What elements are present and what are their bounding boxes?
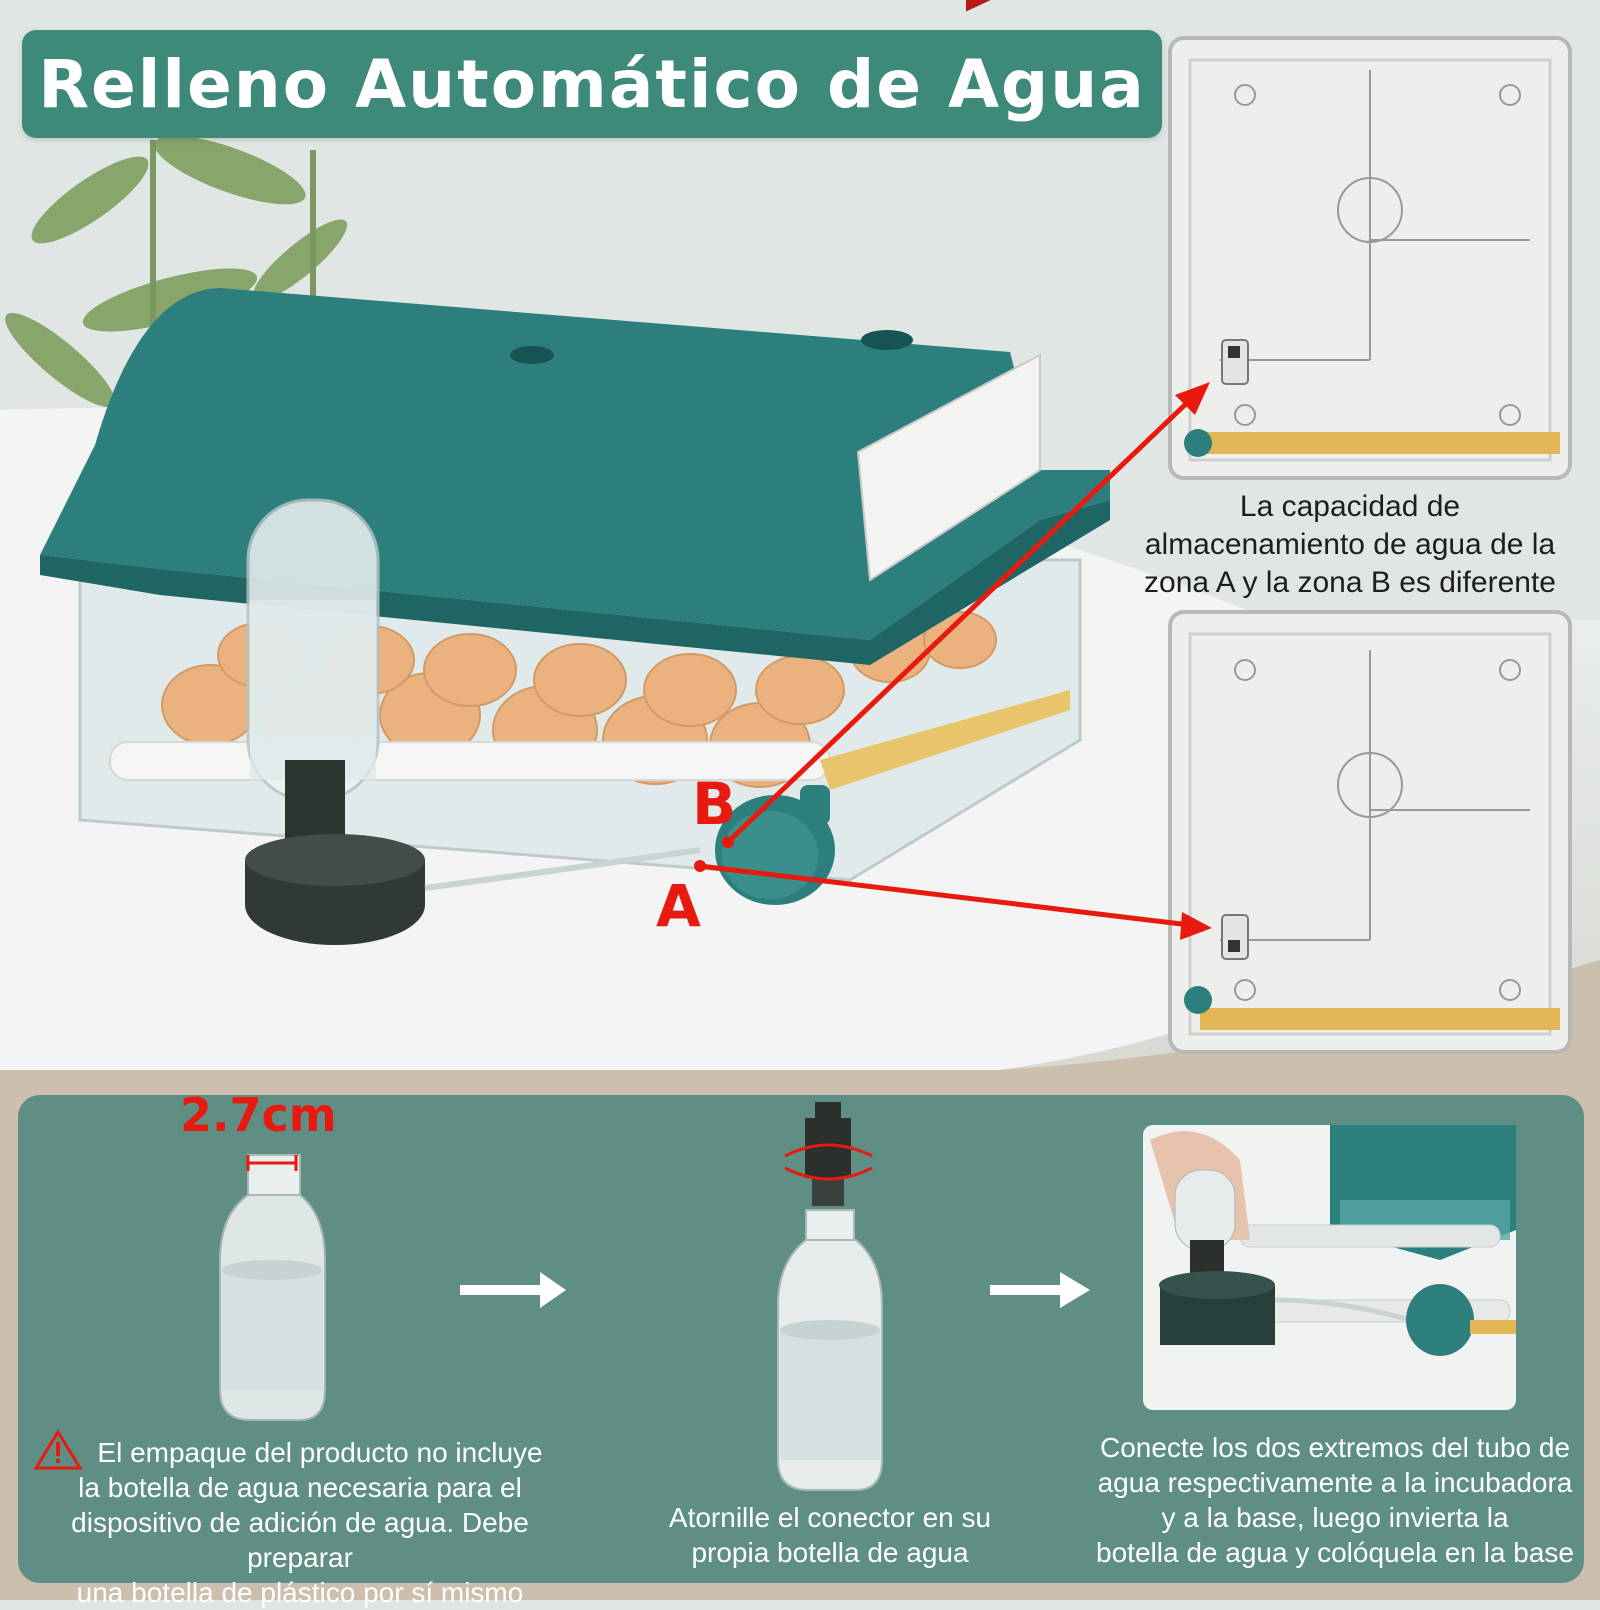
plant-leaves <box>5 135 348 440</box>
warning-icon <box>33 1429 83 1470</box>
step-2-line: propia botella de agua <box>691 1537 969 1568</box>
title-banner: Relleno Automático de Agua <box>22 30 1162 138</box>
step-3-line: botella de agua y colóquela en la base <box>1096 1537 1574 1568</box>
step-1-line: una botella de plástico por sí mismo <box>76 1577 524 1608</box>
bottle-with-connector-illustration <box>777 1102 883 1491</box>
step-3-line: Conecte los dos extremos del tubo de <box>1099 1432 1571 1463</box>
page-title: Relleno Automático de Agua <box>38 45 1146 123</box>
zone-caption-line: almacenamiento de agua de la <box>1144 528 1556 561</box>
zone-a-diagram <box>1168 610 1572 1054</box>
step-1-text: El empaque del producto no incluye la bo… <box>20 1435 580 1610</box>
zone-capacity-caption: La capacidad de almacenamiento de agua d… <box>1110 488 1590 602</box>
step-2-line: Atornille el conector en su <box>668 1502 992 1533</box>
bottle-neck-dimension: 2.7cm <box>180 1088 337 1142</box>
step-arrow-1 <box>460 1272 566 1308</box>
step-arrow-2 <box>990 1272 1090 1308</box>
zone-caption-line: La capacidad de <box>1239 490 1461 523</box>
zone-arrows <box>694 382 1212 940</box>
step-3-line: y a la base, luego invierta la <box>1161 1502 1509 1533</box>
step-3-text: Conecte los dos extremos del tubo de agu… <box>1090 1430 1580 1570</box>
empty-bottle-illustration <box>219 1154 326 1421</box>
label-b: B <box>692 770 737 838</box>
step-1-line: El empaque del producto no incluye <box>97 1437 543 1468</box>
step-1-line: la botella de agua necesaria para el <box>78 1472 522 1503</box>
step-3-line: agua respectivamente a la incubadora <box>1097 1467 1573 1498</box>
incubator-illustration <box>40 0 1110 945</box>
zone-caption-line: zona A y la zona B es diferente <box>1144 566 1556 599</box>
step-1-line: dispositivo de adición de agua. Debe pre… <box>71 1507 529 1573</box>
label-a: A <box>656 872 701 940</box>
assembly-photo <box>1143 1125 1516 1410</box>
zone-b-diagram <box>1168 36 1572 480</box>
step-2-text: Atornille el conector en su propia botel… <box>640 1500 1020 1570</box>
